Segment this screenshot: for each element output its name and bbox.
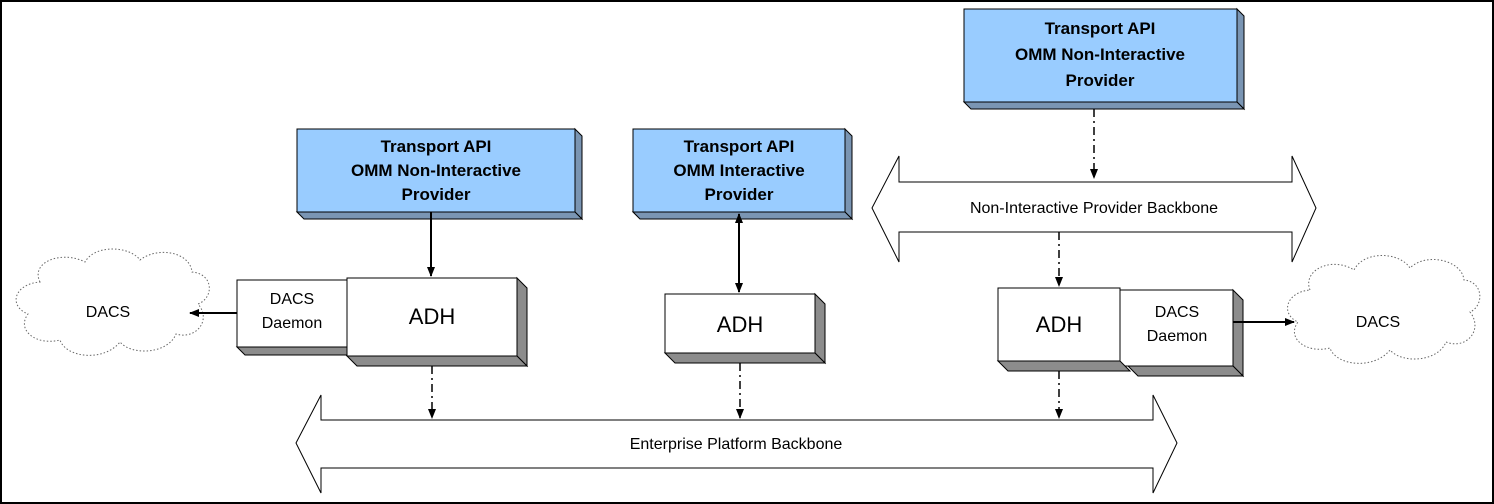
enterprise-backbone-label: Enterprise Platform Backbone [630,436,843,453]
provider-left-line1: Transport API [381,137,492,156]
provider-right: Transport API OMM Non-Interactive Provid… [962,7,1246,111]
dacs-daemon-left: DACS Daemon [235,279,357,356]
dacs-cloud-left: DACS [15,248,210,356]
provider-right-line3: Provider [1066,71,1135,90]
non-interactive-backbone-label: Non-Interactive Provider Backbone [970,200,1218,217]
adh-right-label: ADH [1036,312,1082,337]
provider-middle-line1: Transport API [684,137,795,156]
adh-middle: ADH [663,292,827,365]
provider-left-line2: OMM Non-Interactive [351,161,521,180]
dacs-cloud-right: DACS [1287,255,1481,364]
dacs-cloud-right-label: DACS [1356,314,1400,331]
provider-right-line2: OMM Non-Interactive [1015,45,1185,64]
dacs-cloud-left-label: DACS [86,304,130,321]
adh-right: ADH [996,287,1132,372]
enterprise-backbone: Enterprise Platform Backbone [295,394,1178,494]
provider-middle-line2: OMM Interactive [673,161,804,180]
dacs-daemon-left-line2: Daemon [262,315,322,332]
dacs-daemon-right-line1: DACS [1155,304,1199,321]
provider-left-line3: Provider [402,185,471,204]
adh-middle-label: ADH [717,312,763,337]
dacs-daemon-left-line1: DACS [270,291,314,308]
adh-left: ADH [345,276,529,368]
provider-middle-line3: Provider [705,185,774,204]
provider-right-line1: Transport API [1045,19,1156,38]
dacs-daemon-right: DACS Daemon [1119,288,1245,378]
provider-left: Transport API OMM Non-Interactive Provid… [295,127,584,221]
provider-middle: Transport API OMM Interactive Provider [631,127,854,221]
dacs-daemon-right-line2: Daemon [1147,328,1207,345]
adh-left-label: ADH [409,304,455,329]
non-interactive-backbone: Non-Interactive Provider Backbone [871,155,1317,263]
